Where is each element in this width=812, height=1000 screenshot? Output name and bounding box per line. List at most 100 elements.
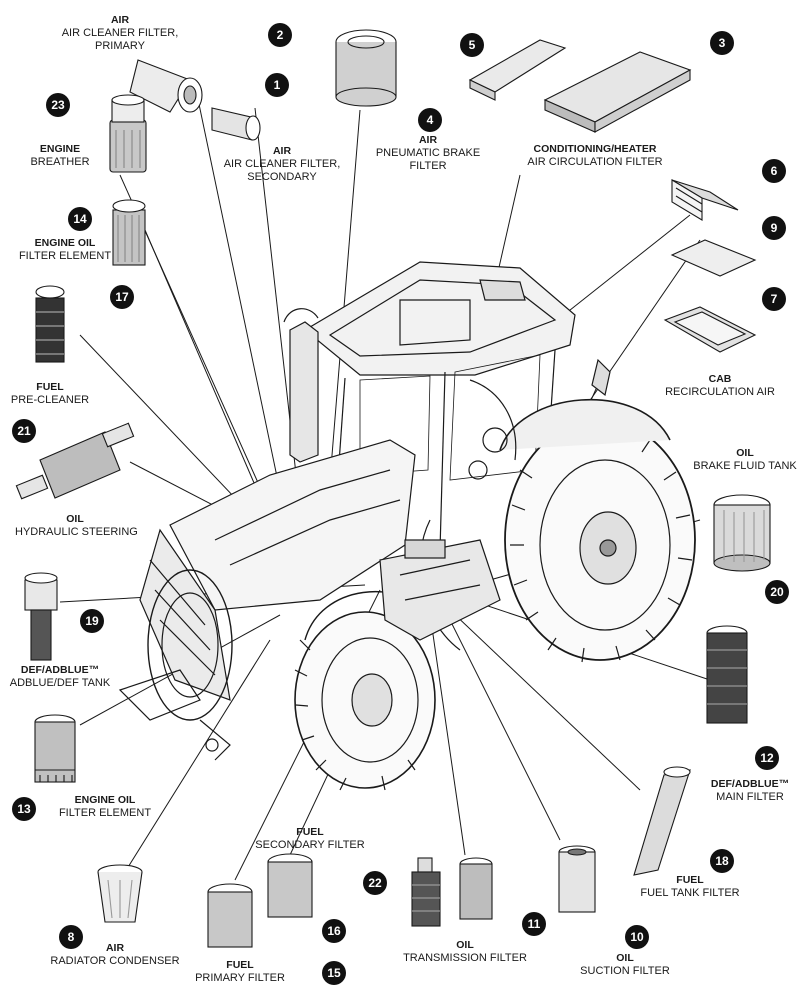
- callout-15: 15: [322, 961, 346, 985]
- callout-13: 13: [12, 797, 36, 821]
- label-category: FUEL: [226, 959, 254, 971]
- label-category: ENGINE OIL: [34, 237, 96, 249]
- filter-22-sketch: [411, 857, 441, 927]
- callout-17: 17: [110, 285, 134, 309]
- radiator-condenser-sketch: [97, 864, 143, 923]
- label-category: DEF/ADBLUE™: [710, 778, 790, 790]
- label-category: AIR: [105, 942, 125, 954]
- callout-4: 4: [418, 108, 442, 132]
- label-line: BRAKE FLUID TANK: [693, 460, 797, 472]
- label-line: PRIMARY: [95, 40, 145, 52]
- label-category: ENGINE OIL: [74, 794, 136, 806]
- adblue-tank-filter-sketch: [24, 572, 58, 661]
- label-line: RADIATOR CONDENSER: [50, 955, 180, 967]
- label-line: AIR CLEANER FILTER,: [223, 158, 341, 170]
- label-radiator-condenser: AIR RADIATOR CONDENSER: [45, 942, 185, 968]
- label-fuel-secondary: FUEL SECONDARY FILTER: [255, 826, 365, 852]
- label-line: RECIRCULATION AIR: [665, 386, 775, 398]
- callout-20: 20: [765, 580, 789, 604]
- label-cab-recirculation: CAB RECIRCULATION AIR: [660, 373, 780, 399]
- callout-21: 21: [12, 419, 36, 443]
- label-category: AIR: [418, 134, 438, 146]
- label-hydraulic-steering: OIL HYDRAULIC STEERING: [15, 513, 138, 539]
- air-cleaner-secondary-sketch: [211, 107, 261, 141]
- label-category: FUEL: [36, 381, 64, 393]
- label-def-main-filter: DEF/ADBLUE™ MAIN FILTER: [695, 778, 805, 804]
- callout-7: 7: [762, 287, 786, 311]
- label-line: TRANSMISSION FILTER: [403, 952, 527, 964]
- label-line: FILTER: [409, 160, 447, 172]
- label-fuel-tank-filter: FUEL FUEL TANK FILTER: [635, 874, 745, 900]
- label-category: ENGINE: [39, 143, 81, 155]
- label-suction-filter: OIL SUCTION FILTER: [570, 952, 680, 978]
- callout-10: 10: [625, 925, 649, 949]
- callout-2: 2: [268, 23, 292, 47]
- label-air-cleaner-secondary: AIR AIR CLEANER FILTER, SECONDARY: [212, 145, 352, 184]
- tractor-illustration: [118, 261, 696, 791]
- fuel-precleaner-sketch: [35, 285, 65, 363]
- label-category: OIL: [456, 939, 474, 951]
- label-engine-oil-13: ENGINE OIL FILTER ELEMENT: [55, 794, 155, 820]
- callout-14: 14: [68, 207, 92, 231]
- label-category: OIL: [736, 447, 754, 459]
- callout-23: 23: [46, 93, 70, 117]
- engine-breather-sketch: [109, 94, 147, 173]
- label-category: FUEL: [296, 826, 324, 838]
- callout-19: 19: [80, 609, 104, 633]
- callout-11: 11: [522, 912, 546, 936]
- label-line: ADBLUE/DEF TANK: [9, 677, 111, 689]
- air-cleaner-primary-sketch: [129, 59, 203, 113]
- callout-22: 22: [363, 871, 387, 895]
- label-brake-fluid-tank: OIL BRAKE FLUID TANK: [690, 447, 800, 473]
- callout-1: 1: [265, 73, 289, 97]
- callout-9: 9: [762, 216, 786, 240]
- label-line: BREATHER: [30, 156, 90, 168]
- label-category: FUEL: [676, 874, 704, 886]
- part-sketches: [15, 29, 771, 948]
- def-main-filter-sketch: [706, 625, 748, 724]
- fuel-secondary-filter-sketch: [267, 853, 313, 918]
- transmission-filter-sketch: [459, 857, 493, 920]
- cab-filter-5-sketch: [468, 39, 567, 93]
- label-air-cleaner-primary: AIR AIR CLEANER FILTER, PRIMARY: [50, 14, 190, 53]
- label-line: SUCTION FILTER: [580, 965, 670, 977]
- fuel-tank-filter-sketch: [633, 766, 691, 876]
- label-line: FUEL TANK FILTER: [640, 887, 740, 899]
- cab-filter-9-sketch: [670, 239, 757, 277]
- label-line: MAIN FILTER: [716, 791, 784, 803]
- engine-oil-filter-13-sketch: [34, 714, 76, 783]
- label-line: PRIMARY FILTER: [195, 972, 285, 984]
- label-line: PRE-CLEANER: [10, 394, 90, 406]
- label-line: HYDRAULIC STEERING: [15, 526, 138, 538]
- label-line: PNEUMATIC BRAKE: [375, 147, 481, 159]
- label-category: AIR: [110, 14, 130, 26]
- callout-18: 18: [710, 849, 734, 873]
- label-transmission-filter: OIL TRANSMISSION FILTER: [395, 939, 535, 965]
- label-adblue-def-tank: DEF/ADBLUE™ ADBLUE/DEF TANK: [5, 664, 115, 690]
- label-category: OIL: [66, 513, 84, 525]
- label-line: AIR CLEANER FILTER,: [61, 27, 179, 39]
- label-engine-breather: ENGINE BREATHER: [20, 143, 100, 169]
- callout-6: 6: [762, 159, 786, 183]
- label-line: FILTER ELEMENT: [58, 807, 152, 819]
- label-category: OIL: [616, 952, 634, 964]
- label-category: AIR: [272, 145, 292, 157]
- callout-3: 3: [710, 31, 734, 55]
- label-category: DEF/ADBLUE™: [20, 664, 100, 676]
- callout-5: 5: [460, 33, 484, 57]
- callout-16: 16: [322, 919, 346, 943]
- suction-filter-sketch: [558, 845, 596, 913]
- label-fuel-precleaner: FUEL PRE-CLEANER: [10, 381, 90, 407]
- label-line: SECONDARY FILTER: [255, 839, 365, 851]
- label-category: CONDITIONING/HEATER: [533, 143, 657, 155]
- fuel-primary-filter-sketch: [207, 883, 253, 948]
- hydraulic-steering-filter-sketch: [15, 422, 135, 500]
- callout-12: 12: [755, 746, 779, 770]
- label-engine-oil-14: ENGINE OIL FILTER ELEMENT: [15, 237, 115, 263]
- label-line: FILTER ELEMENT: [18, 250, 112, 262]
- label-pneumatic-brake: AIR PNEUMATIC BRAKE FILTER: [368, 134, 488, 173]
- label-category: CAB: [708, 373, 732, 385]
- label-line: SECONDARY: [247, 171, 317, 183]
